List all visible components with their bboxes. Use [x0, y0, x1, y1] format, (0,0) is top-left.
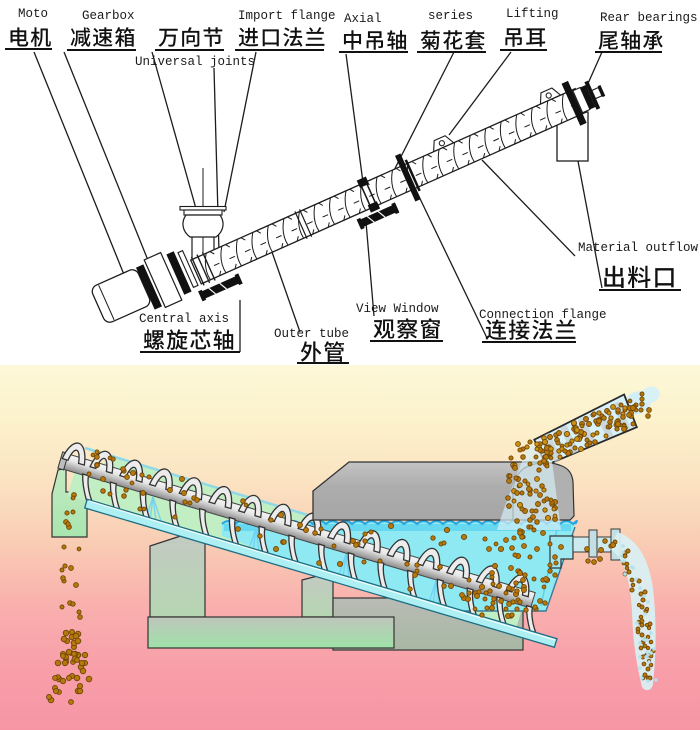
svg-text:Import flange: Import flange	[238, 9, 336, 23]
svg-text:Connection flange: Connection flange	[479, 308, 607, 322]
svg-text:Material outflow: Material outflow	[578, 241, 699, 255]
svg-text:Rear bearings: Rear bearings	[600, 11, 698, 25]
svg-text:Outer tube: Outer tube	[274, 327, 349, 341]
svg-text:series: series	[428, 9, 473, 23]
svg-text:Universal joints: Universal joints	[135, 55, 255, 69]
svg-text:Gearbox: Gearbox	[82, 9, 135, 23]
svg-text:Central axis: Central axis	[139, 312, 229, 326]
svg-text:Lifting: Lifting	[506, 7, 559, 21]
svg-text:View Window: View Window	[356, 302, 439, 316]
svg-text:Axial: Axial	[344, 12, 382, 26]
svg-text:Moto: Moto	[18, 7, 48, 21]
